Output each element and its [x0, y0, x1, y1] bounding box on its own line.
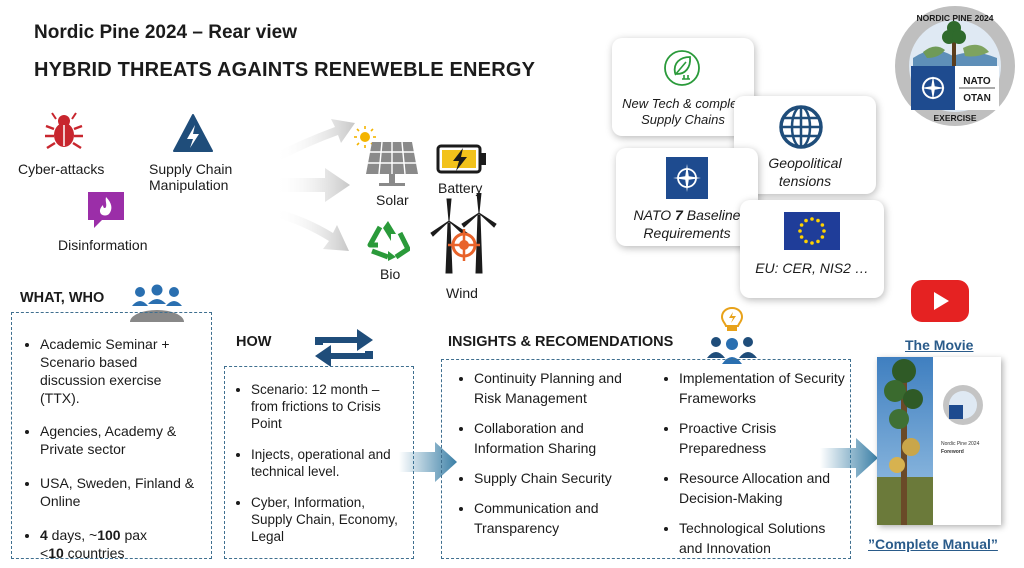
energy-label-battery: Battery [438, 180, 483, 196]
movie-link[interactable]: The Movie [905, 337, 974, 353]
threat-label-supply-line2: Manipulation [149, 177, 229, 193]
complete-manual-link[interactable]: ”Complete Manual” [868, 536, 998, 552]
flow-arrow-right [399, 440, 459, 484]
insights-box: Continuity Planning and Risk Management … [441, 359, 851, 559]
recommendation-item: Proactive Crisis Preparedness [679, 418, 847, 458]
how-item: Injects, operational and technical level… [251, 446, 407, 480]
card-nato-line1: NATO 7 Baseline [633, 207, 741, 223]
solar-panel-icon [364, 140, 420, 188]
wind-turbine-icon [428, 192, 500, 275]
what-who-item: Agencies, Academy & Private sector [40, 422, 203, 458]
card-new-tech-line2: Supply Chains [641, 112, 725, 127]
fire-message-icon [86, 190, 126, 230]
eu-star [799, 223, 804, 227]
recommendation-item: Implementation of Security Frameworks [679, 368, 847, 408]
globe-icon [778, 104, 824, 150]
how-box: Scenario: 12 month – from frictions to C… [224, 366, 414, 559]
recommendation-item: Resource Allocation and Decision-Making [679, 468, 847, 508]
what-who-item: 4 days, ~100 pax<10 countries [40, 526, 203, 562]
what-who-item: USA, Sweden, Finland & Online [40, 474, 203, 510]
warning-icon [172, 113, 214, 153]
idea-people-icon [704, 306, 760, 366]
insight-item: Continuity Planning and Risk Management [474, 368, 652, 408]
page-title: Nordic Pine 2024 – Rear view [34, 22, 297, 43]
how-heading: HOW [236, 334, 272, 350]
eu-star [810, 241, 814, 245]
manual-cover-image[interactable]: Nordic Pine 2024 Foreword [877, 357, 1001, 525]
flow-arrow-right [820, 436, 880, 480]
energy-label-bio: Bio [380, 266, 401, 282]
insight-item: Communication and Transparency [474, 498, 652, 538]
target-icon [448, 229, 480, 261]
threat-flow-arrows [265, 113, 365, 258]
threat-label-supply-line1: Supply Chain [149, 161, 233, 177]
how-item: Cyber, Information, Supply Chain, Econom… [251, 494, 407, 545]
battery-icon [436, 144, 488, 174]
leaf-plug-icon [662, 48, 702, 88]
logo-bottom-text: EXERCISE [934, 113, 977, 123]
insight-item: Collaboration and Information Sharing [474, 418, 652, 458]
threat-label-supply-chain: Supply Chain Manipulation [149, 161, 232, 193]
card-geo-line1: Geopolitical [768, 155, 842, 171]
manual-cover-subtitle: Foreword [941, 449, 964, 455]
exercise-logo: NATO OTAN NORDIC PINE 2024 EXERCISE [893, 4, 1017, 128]
insight-item: Supply Chain Security [474, 468, 652, 488]
eu-star [810, 217, 814, 221]
manual-cover-title: Nordic Pine 2024 [941, 441, 980, 447]
recommendation-item: Technological Solutions and Innovation [679, 518, 847, 558]
threat-label-cyber: Cyber-attacks [18, 161, 105, 177]
eu-star [798, 229, 802, 233]
threat-label-disinformation: Disinformation [58, 237, 148, 253]
page-subtitle: HYBRID THREATS AGAINTS RENEWEBLE ENERGY [34, 59, 536, 81]
energy-label-solar: Solar [376, 192, 409, 208]
insights-heading: INSIGHTS & RECOMENDATIONS [448, 334, 674, 350]
bug-icon [44, 111, 84, 151]
logo-nato-text: NATO [963, 76, 991, 87]
card-nato-line2: Requirements [643, 225, 731, 241]
what-who-item: Academic Seminar + Scenario based discus… [40, 335, 203, 407]
energy-label-wind: Wind [446, 285, 478, 301]
eu-star [804, 218, 808, 223]
swap-arrows-icon [311, 327, 377, 369]
youtube-icon[interactable] [911, 280, 969, 322]
what-who-box: Academic Seminar + Scenario based discus… [11, 312, 212, 562]
eu-star [822, 229, 826, 233]
eu-star [816, 218, 820, 223]
card-eu: EU: CER, NIS2 … [740, 200, 884, 298]
eu-star [804, 239, 808, 244]
eu-star [820, 223, 825, 227]
card-new-tech-line1: New Tech & complex [622, 96, 744, 111]
card-new-tech: New Tech & complex Supply Chains [612, 38, 754, 136]
card-geo-line2: tensions [778, 173, 832, 189]
eu-star [820, 235, 825, 239]
eu-flag-icon [784, 212, 840, 250]
eu-star [799, 235, 804, 239]
how-item: Scenario: 12 month – from frictions to C… [251, 381, 407, 432]
nato-flag-icon [666, 157, 708, 199]
logo-otan-text: OTAN [963, 93, 991, 104]
card-nato-baseline: NATO 7 Baseline Requirements [616, 148, 758, 246]
what-who-heading: WHAT, WHO [20, 290, 105, 306]
card-eu-label: EU: CER, NIS2 … [755, 260, 869, 276]
eu-star [816, 239, 820, 244]
recycle-icon [366, 219, 411, 261]
card-geopolitical: Geopolitical tensions [734, 96, 876, 194]
logo-top-text: NORDIC PINE 2024 [917, 13, 994, 23]
